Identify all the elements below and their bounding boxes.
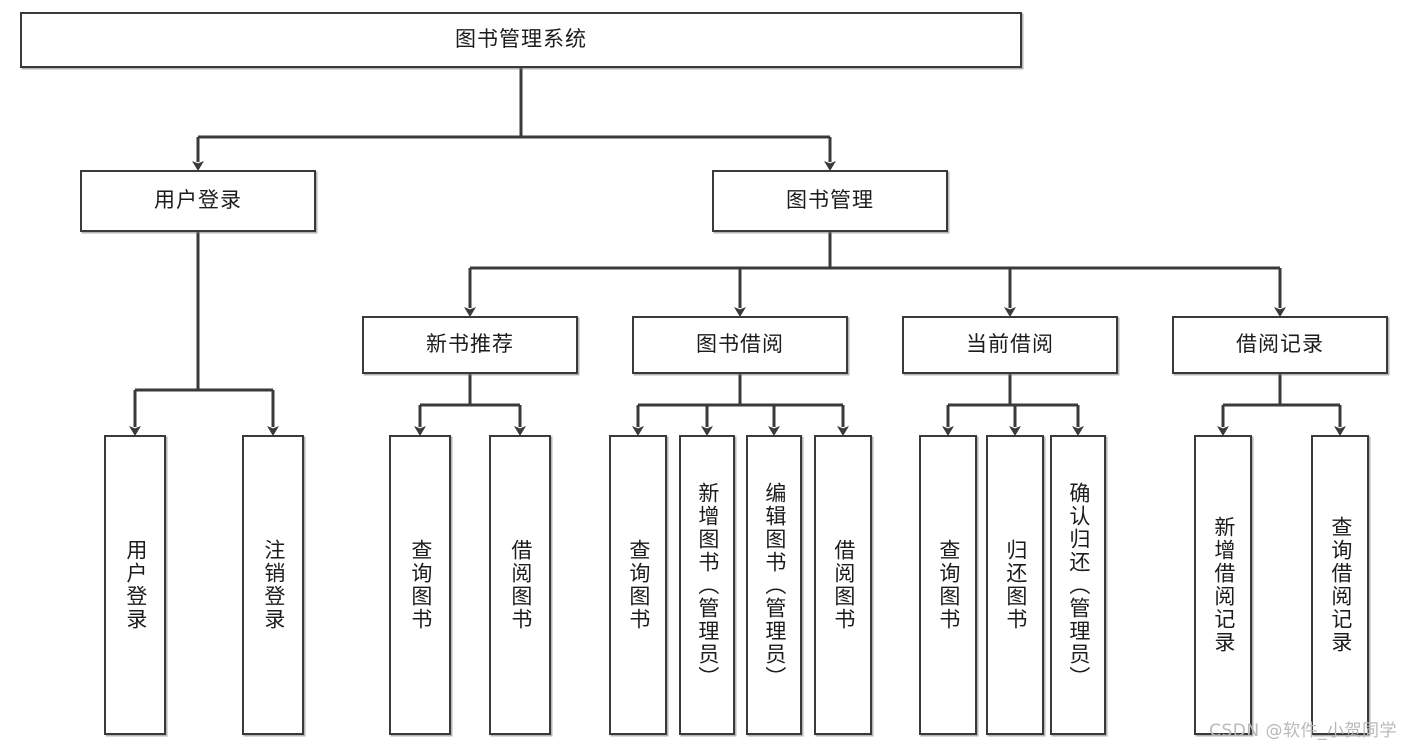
leaf-add-borrow-record[interactable]: 新增借阅记录 — [1194, 435, 1252, 735]
node-borrow-records[interactable]: 借阅记录 — [1172, 316, 1388, 374]
node-label: 新增图书（管理员） — [695, 481, 720, 689]
leaf-query-book-borrow[interactable]: 查询图书 — [609, 435, 667, 735]
leaf-add-book-admin[interactable]: 新增图书（管理员） — [679, 435, 735, 735]
node-label: 借阅图书 — [831, 539, 856, 631]
node-label: 查询图书 — [626, 539, 651, 631]
node-label: 图书借阅 — [696, 332, 784, 357]
leaf-query-borrow-record[interactable]: 查询借阅记录 — [1311, 435, 1369, 735]
leaf-query-book-newbook[interactable]: 查询图书 — [389, 435, 451, 735]
node-label: 图书管理系统 — [455, 27, 587, 52]
node-label: 借阅记录 — [1236, 332, 1324, 357]
node-book-management-system[interactable]: 图书管理系统 — [20, 12, 1022, 68]
leaf-return-book[interactable]: 归还图书 — [986, 435, 1044, 735]
node-label: 用户登录 — [123, 539, 148, 631]
node-label: 图书管理 — [786, 188, 874, 213]
node-label: 确认归还（管理员） — [1066, 481, 1091, 689]
node-label: 新书推荐 — [426, 332, 514, 357]
node-label: 归还图书 — [1003, 539, 1028, 631]
node-current-borrow[interactable]: 当前借阅 — [902, 316, 1118, 374]
node-label: 查询借阅记录 — [1328, 516, 1353, 654]
leaf-edit-book-admin[interactable]: 编辑图书（管理员） — [746, 435, 802, 735]
node-label: 注销登录 — [261, 539, 286, 631]
node-label: 借阅图书 — [508, 539, 533, 631]
leaf-query-book-current[interactable]: 查询图书 — [919, 435, 977, 735]
leaf-lend-book[interactable]: 借阅图书 — [814, 435, 872, 735]
csdn-watermark: CSDN @软件_小贺同学 — [1209, 721, 1397, 741]
node-label: 当前借阅 — [966, 332, 1054, 357]
node-label: 用户登录 — [154, 188, 242, 213]
node-book-borrow[interactable]: 图书借阅 — [632, 316, 848, 374]
node-book-management[interactable]: 图书管理 — [712, 170, 948, 232]
node-label: 编辑图书（管理员） — [762, 481, 787, 689]
node-label: 查询图书 — [408, 539, 433, 631]
leaf-user-login[interactable]: 用户登录 — [104, 435, 166, 735]
node-label: 查询图书 — [936, 539, 961, 631]
node-label: 新增借阅记录 — [1211, 516, 1236, 654]
leaf-borrow-book-newbook[interactable]: 借阅图书 — [489, 435, 551, 735]
node-new-book-recommend[interactable]: 新书推荐 — [362, 316, 578, 374]
node-user-login[interactable]: 用户登录 — [80, 170, 316, 232]
leaf-confirm-return-admin[interactable]: 确认归还（管理员） — [1050, 435, 1106, 735]
leaf-user-logout[interactable]: 注销登录 — [242, 435, 304, 735]
